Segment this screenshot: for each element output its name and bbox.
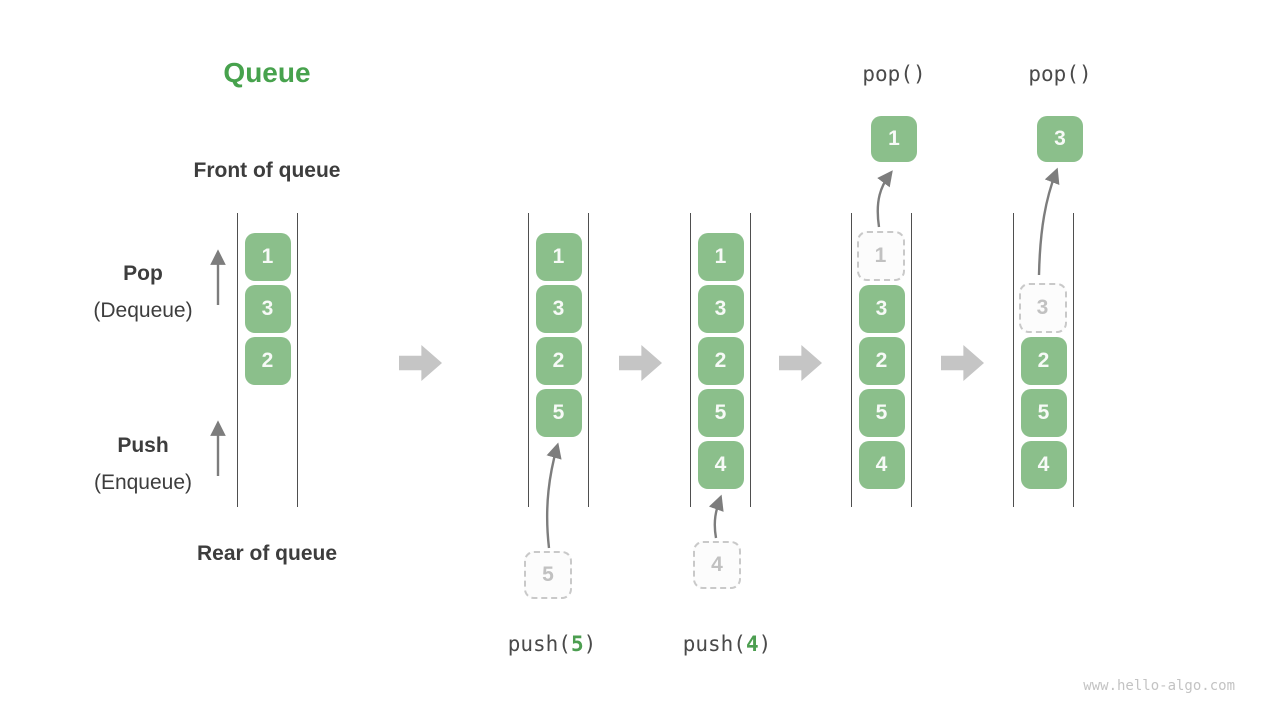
watermark: www.hello-algo.com xyxy=(1083,678,1235,694)
queue-cell-1: 1 xyxy=(535,233,582,281)
queue-cell-4: 4 xyxy=(1020,441,1067,489)
push-label: Push xyxy=(117,434,169,457)
pop-label: Pop xyxy=(123,262,163,285)
pop-operation-label: Pop (Dequeue) xyxy=(58,255,228,329)
queue-column-4 xyxy=(851,213,912,507)
queue-cell-1: 1 xyxy=(697,233,744,281)
staged-element-4: 4 xyxy=(693,541,741,589)
queue-cell-1: 1 xyxy=(244,233,291,281)
push-call-label: push(5) xyxy=(462,632,642,656)
push-call-prefix: push( xyxy=(507,632,571,656)
queue-column-2 xyxy=(528,213,589,507)
queue-cell-3: 3 xyxy=(697,285,744,333)
queue-cell-3: 3 xyxy=(244,285,291,333)
ghost-cell-3: 3 xyxy=(1018,283,1067,333)
queue-cell-5: 5 xyxy=(858,389,905,437)
queue-cell-2: 2 xyxy=(1020,337,1067,385)
queue-cell-2: 2 xyxy=(697,337,744,385)
queue-cell-5: 5 xyxy=(1020,389,1067,437)
push-call-label: push(4) xyxy=(637,632,817,656)
dequeue-label: (Dequeue) xyxy=(93,299,193,322)
queue-cell-5: 5 xyxy=(535,389,582,437)
queue-column-3 xyxy=(690,213,751,507)
diagram-title: Queue xyxy=(223,57,311,88)
queue-cell-4: 4 xyxy=(858,441,905,489)
queue-cell-3: 3 xyxy=(535,285,582,333)
popped-element-1: 1 xyxy=(871,116,917,162)
pop-call-label: pop() xyxy=(1028,62,1092,86)
push-call-arg: 4 xyxy=(745,632,759,656)
push-call-prefix: push( xyxy=(682,632,746,656)
queue-cell-5: 5 xyxy=(697,389,744,437)
queue-cell-2: 2 xyxy=(244,337,291,385)
queue-column-1 xyxy=(237,213,298,507)
queue-cell-4: 4 xyxy=(697,441,744,489)
queue-cell-2: 2 xyxy=(858,337,905,385)
front-of-queue-label: Front of queue xyxy=(193,159,341,182)
push-operation-label: Push (Enqueue) xyxy=(58,427,228,501)
rear-of-queue-label: Rear of queue xyxy=(196,542,338,565)
enqueue-label: (Enqueue) xyxy=(93,471,193,494)
pop-call-label: pop() xyxy=(862,62,926,86)
staged-element-5: 5 xyxy=(524,551,572,599)
ghost-cell-1: 1 xyxy=(856,231,905,281)
queue-column-5 xyxy=(1013,213,1074,507)
push-call-suffix: ) xyxy=(583,632,597,656)
popped-element-3: 3 xyxy=(1037,116,1083,162)
push-call-suffix: ) xyxy=(758,632,772,656)
queue-cell-2: 2 xyxy=(535,337,582,385)
queue-cell-3: 3 xyxy=(858,285,905,333)
push-call-arg: 5 xyxy=(570,632,584,656)
